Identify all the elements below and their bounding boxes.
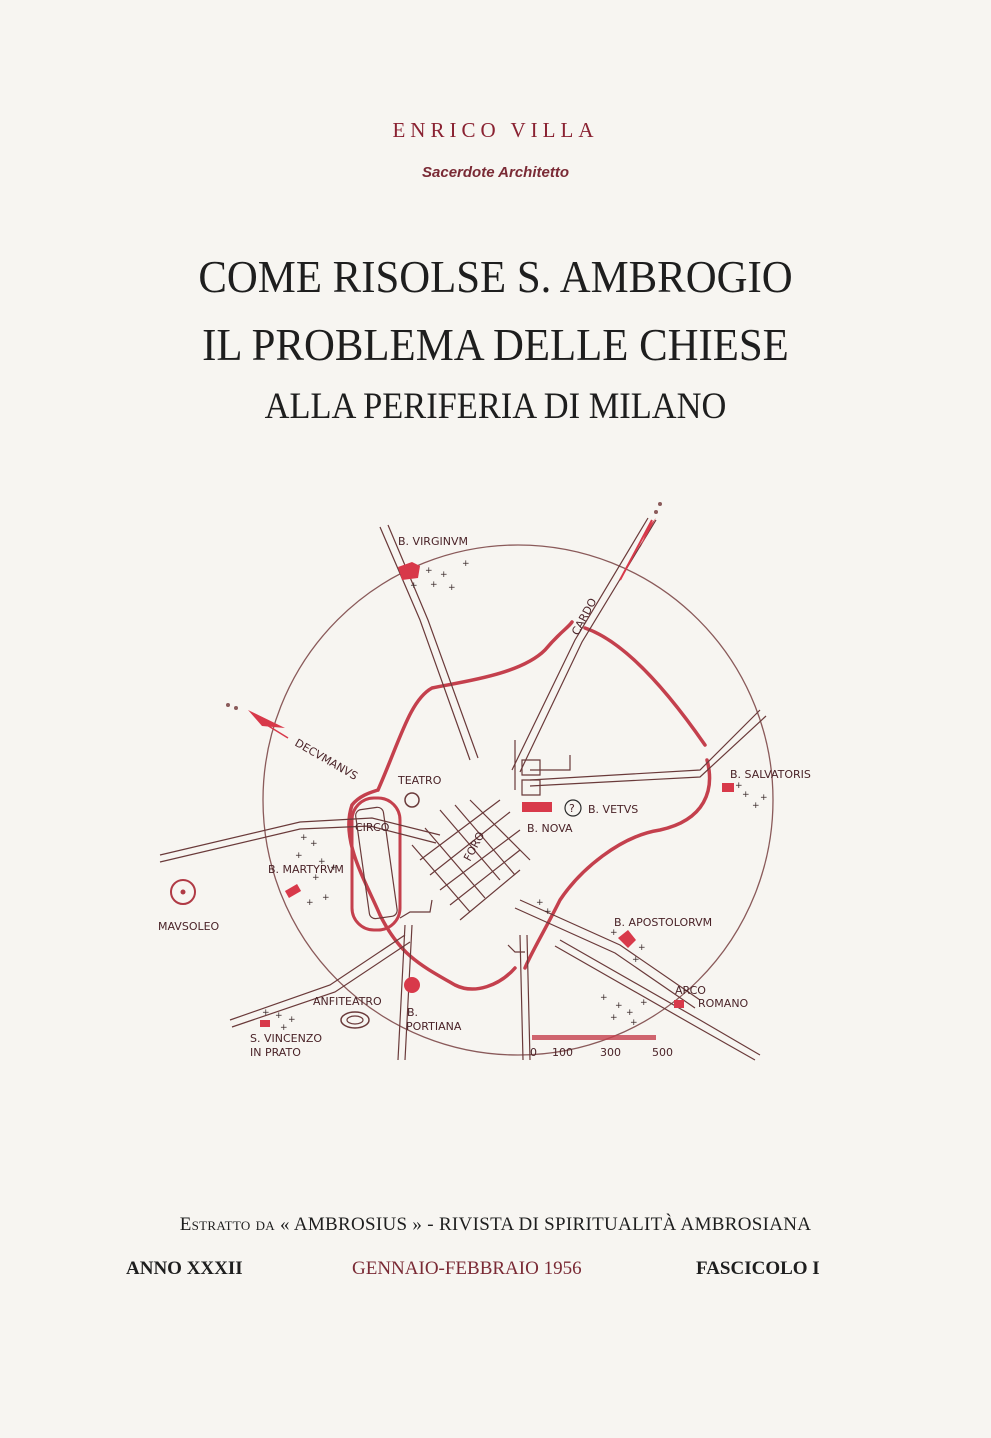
label-vincenzo: S. VINCENZO [250, 1032, 322, 1045]
label-apostolorum: B. APOSTOLORVM [614, 916, 712, 929]
roads [159, 517, 767, 1061]
label-mausoleo: MAVSOLEO [158, 920, 220, 933]
svg-text:+: + [640, 998, 648, 1008]
svg-text:+: + [322, 893, 330, 903]
svg-text:+: + [626, 1008, 634, 1018]
scale-bar: 0 100 300 500 [530, 1035, 673, 1059]
fascicolo: FASCICOLO I [696, 1258, 820, 1279]
label-arco: ARCO [675, 984, 706, 997]
label-foro: FORO [461, 829, 487, 863]
svg-text:+: + [310, 839, 318, 849]
anfiteatro [340, 1011, 370, 1029]
svg-text:+: + [760, 793, 768, 803]
extract-source: « AMBROSIUS » - RIVISTA DI SPIRITUALITÀ … [280, 1214, 812, 1235]
label-teatro: TEATRO [397, 774, 442, 787]
issue-date: GENNAIO-FEBBRAIO 1956 [352, 1258, 582, 1279]
svg-text:+: + [410, 581, 418, 591]
svg-text:+: + [615, 1001, 623, 1011]
svg-text:+: + [752, 801, 760, 811]
svg-text:+: + [600, 993, 608, 1003]
city-wall [347, 620, 712, 991]
svg-text:+: + [742, 790, 750, 800]
svg-text:+: + [330, 863, 338, 873]
milan-map: ? ++++++ ++++++++ ++++ +++++ ++++++ ++++… [158, 502, 811, 1061]
svg-text:+: + [425, 566, 433, 576]
virginum-church [398, 562, 420, 580]
label-inprato: IN PRATO [250, 1046, 301, 1059]
svg-text:+: + [632, 955, 640, 965]
label-salvatoris: B. SALVATORIS [730, 768, 811, 781]
svg-text:+: + [544, 907, 552, 917]
mausoleo [170, 879, 196, 905]
label-decumanus: DECVMANVS [293, 736, 360, 782]
martyrum-church [284, 884, 302, 898]
svg-text:+: + [638, 943, 646, 953]
svg-text:+: + [610, 928, 618, 938]
label-anfiteatro: ANFITEATRO [313, 995, 382, 1008]
svg-text:+: + [262, 1008, 270, 1018]
svg-text:+: + [630, 1018, 638, 1028]
svg-text:500: 500 [652, 1046, 673, 1059]
arrow-west [226, 703, 289, 739]
label-vetus: B. VETVS [588, 803, 638, 816]
svg-text:+: + [462, 559, 470, 569]
svg-text:+: + [275, 1011, 283, 1021]
arco-romano [674, 1000, 684, 1008]
label-martyrum: B. MARTYRVM [268, 863, 344, 876]
vincenzo-church [260, 1020, 270, 1027]
circo [350, 796, 402, 932]
label-virginum: B. VIRGINVM [398, 535, 468, 548]
svg-text:+: + [288, 1015, 296, 1025]
arrow-northeast [619, 502, 662, 581]
title-line-2: IL PROBLEMA DELLE CHIESE [202, 319, 789, 370]
extract-prefix: Estratto da [179, 1214, 275, 1235]
svg-text:+: + [536, 898, 544, 908]
svg-text:+: + [306, 898, 314, 908]
teatro [404, 792, 420, 808]
salvatoris-church [722, 783, 734, 792]
svg-text:+: + [430, 580, 438, 590]
anno: ANNO XXXII [126, 1258, 243, 1279]
svg-text:+: + [610, 1013, 618, 1023]
svg-text:300: 300 [600, 1046, 621, 1059]
svg-text:+: + [295, 851, 303, 861]
svg-text:0: 0 [530, 1046, 537, 1059]
author-role: Sacerdote Architetto [422, 164, 569, 181]
extract-line: Estratto da « AMBROSIUS » - RIVISTA DI S… [0, 1214, 991, 1236]
label-circo: CIRCO [355, 821, 390, 834]
svg-text:+: + [448, 583, 456, 593]
nova-church [522, 802, 552, 812]
label-portiana-b: B. [407, 1006, 418, 1019]
label-romano: ROMANO [698, 997, 749, 1010]
svg-text:100: 100 [552, 1046, 573, 1059]
svg-text:+: + [280, 1023, 288, 1033]
label-portiana: PORTIANA [406, 1020, 462, 1033]
title-line-3: ALLA PERIFERIA DI MILANO [264, 386, 727, 427]
title-line-1: COME RISOLSE S. AMBROGIO [198, 251, 793, 302]
vetus-marker: ? [569, 802, 575, 815]
apostolorum-church [618, 930, 636, 948]
svg-text:+: + [735, 781, 743, 791]
portiana-church [404, 977, 420, 993]
outer-circle [262, 544, 774, 1056]
label-nova: B. NOVA [527, 822, 573, 835]
svg-text:+: + [312, 873, 320, 883]
svg-text:+: + [440, 570, 448, 580]
svg-text:+: + [300, 833, 308, 843]
grave-crosses: ++++++ ++++++++ ++++ +++++ ++++++ ++++ [262, 559, 768, 1033]
author-name: ENRICO VILLA [392, 118, 599, 142]
svg-text:+: + [318, 857, 326, 867]
